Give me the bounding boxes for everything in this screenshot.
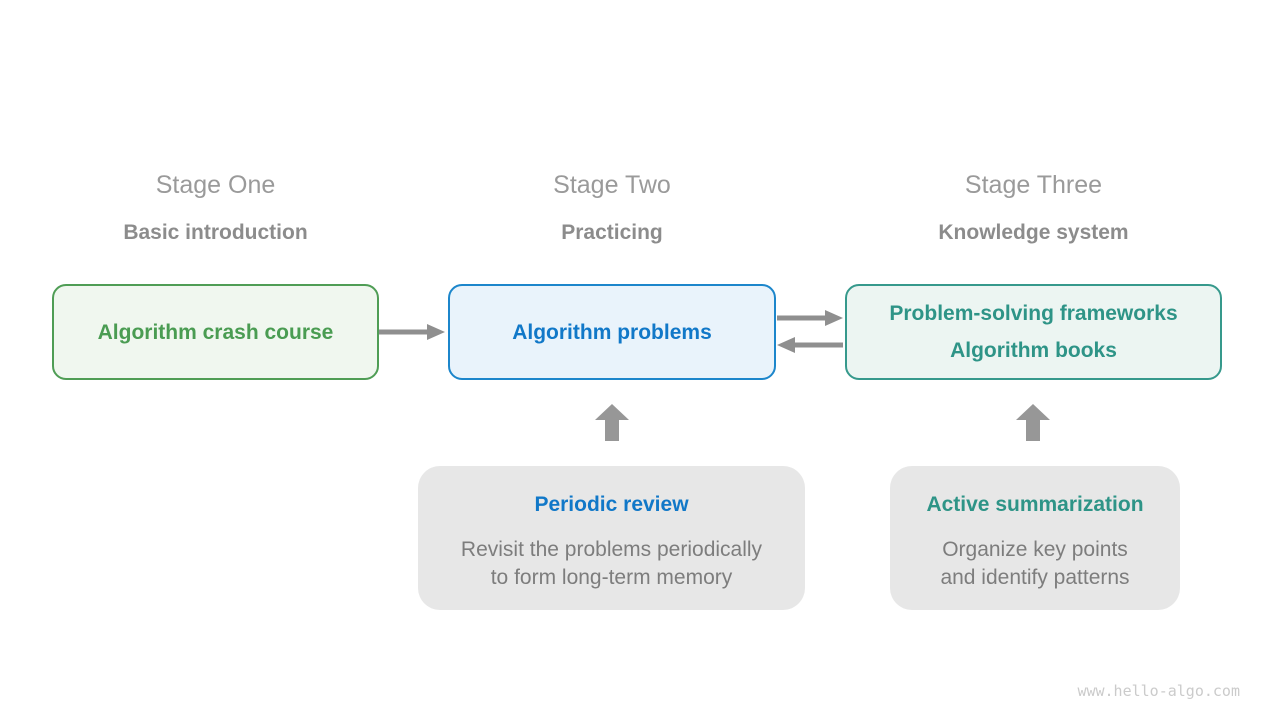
arrow-up-icon bbox=[595, 404, 629, 441]
watermark: www.hello-algo.com bbox=[1077, 682, 1240, 700]
stage-three-header: Stage Three Knowledge system bbox=[845, 170, 1222, 246]
stage-two-header: Stage Two Practicing bbox=[448, 170, 776, 246]
stage-one-title: Stage One bbox=[155, 171, 276, 199]
stage-two-subtitle: Practicing bbox=[561, 221, 663, 244]
algorithm-problems-box: Algorithm problems bbox=[448, 284, 776, 380]
bidirectional-arrows-icon bbox=[777, 310, 843, 353]
periodic-review-title: Periodic review bbox=[534, 493, 689, 516]
periodic-review-body-line-1: Revisit the problems periodically bbox=[460, 538, 763, 561]
active-summarization-card: Active summarization Organize key points… bbox=[890, 466, 1180, 610]
stage-three-title: Stage Three bbox=[964, 171, 1103, 199]
algorithm-books-label: Algorithm books bbox=[950, 339, 1117, 362]
algorithm-problems-label: Algorithm problems bbox=[512, 320, 712, 344]
stage-one-subtitle: Basic introduction bbox=[123, 221, 308, 244]
active-summarization-body-line-1: Organize key points bbox=[942, 538, 1128, 561]
arrow-up-icon bbox=[1016, 404, 1050, 441]
arrow-right-icon bbox=[379, 324, 445, 340]
active-summarization-body-line-2: and identify patterns bbox=[940, 566, 1130, 589]
periodic-review-body: Revisit the problems periodically to for… bbox=[418, 536, 805, 592]
active-summarization-body: Organize key points and identify pattern… bbox=[890, 536, 1180, 592]
periodic-review-body-line-2: to form long-term memory bbox=[490, 566, 733, 589]
stage-three-subtitle: Knowledge system bbox=[938, 221, 1129, 244]
active-summarization-title: Active summarization bbox=[926, 493, 1144, 516]
problem-solving-frameworks-label: Problem-solving frameworks bbox=[889, 302, 1178, 325]
periodic-review-card: Periodic review Revisit the problems per… bbox=[418, 466, 805, 610]
stage-two-title: Stage Two bbox=[553, 171, 671, 199]
algorithm-crash-course-box: Algorithm crash course bbox=[52, 284, 379, 380]
knowledge-system-box: Problem-solving frameworks Algorithm boo… bbox=[845, 284, 1222, 380]
algorithm-crash-course-label: Algorithm crash course bbox=[97, 320, 334, 344]
stage-one-header: Stage One Basic introduction bbox=[52, 170, 379, 246]
